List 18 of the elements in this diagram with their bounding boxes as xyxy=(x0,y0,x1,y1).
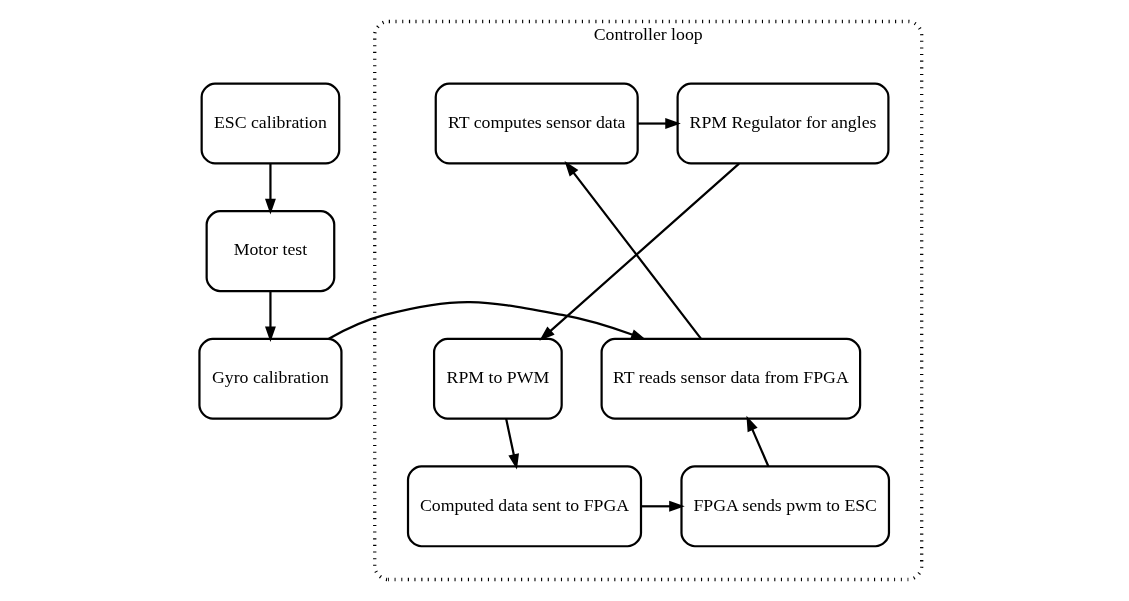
arrow xyxy=(264,291,276,342)
node-box: RT reads sensor data from FPGA xyxy=(600,337,861,420)
arrow xyxy=(327,301,646,340)
node-box: Motor test xyxy=(205,210,335,293)
node-box: ESC calibration xyxy=(200,82,340,165)
node-box: Computed data sent to FPGA xyxy=(406,465,642,548)
node-box: Gyro calibration xyxy=(197,337,343,420)
node-box: FPGA sends pwm to ESC xyxy=(679,465,890,548)
arrow xyxy=(640,500,685,512)
arrow xyxy=(538,162,740,341)
arrow xyxy=(504,418,519,470)
node-box: RPM Regulator for angles xyxy=(676,82,889,165)
arrow xyxy=(637,118,681,129)
arrow xyxy=(745,415,769,467)
node-box: RPM to PWM xyxy=(432,337,563,420)
arrow xyxy=(264,163,276,215)
node-box: RT computes sensor data xyxy=(434,82,639,165)
arrow xyxy=(564,160,702,340)
